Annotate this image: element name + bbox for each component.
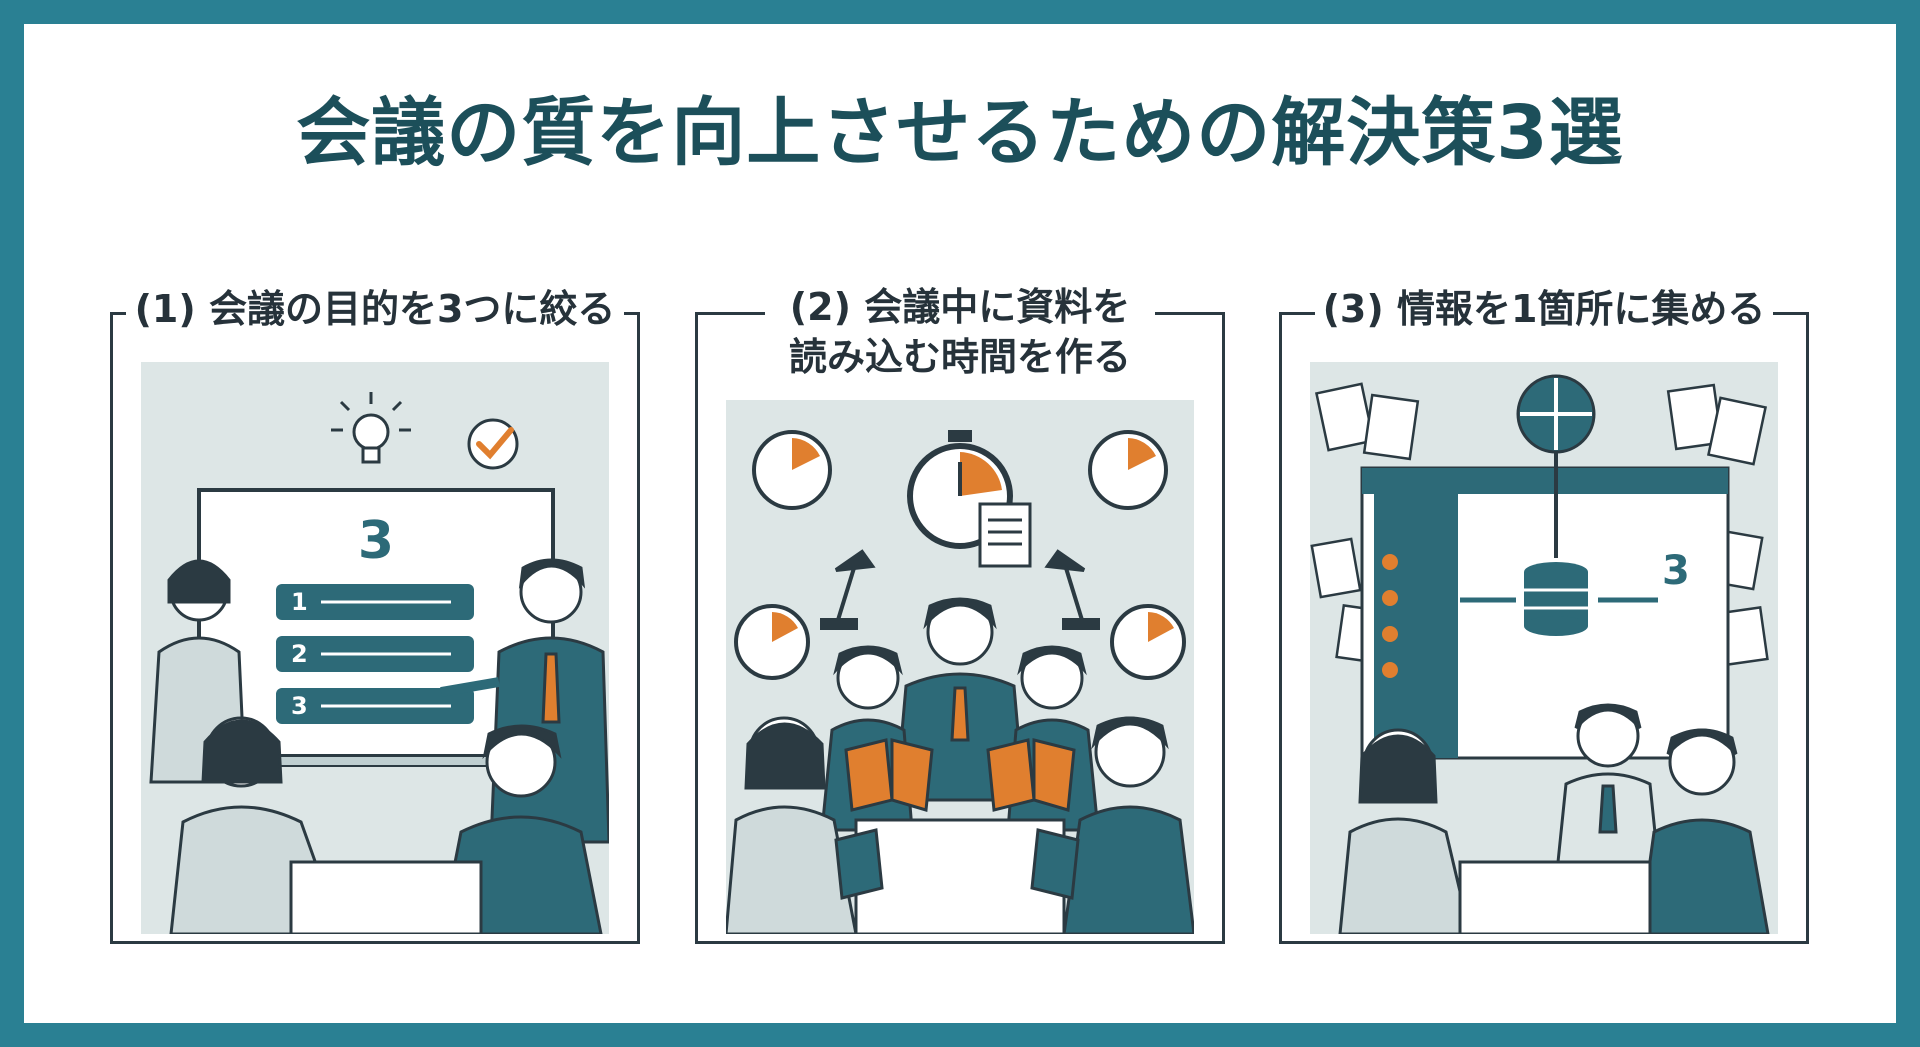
person-front-left (726, 716, 884, 934)
meeting-table (1458, 860, 1652, 934)
meeting-table (289, 860, 483, 934)
goal-number: 1 (291, 588, 308, 616)
clock-icon (1110, 604, 1186, 680)
panel-reading-time: (2) 会議中に資料を 読み込む時間を作る (695, 285, 1225, 944)
screen-number: 3 (1662, 548, 1690, 594)
clock-icon (1088, 430, 1168, 510)
sidebar-dots (1382, 554, 1398, 678)
panel-heading: (3) 情報を1箇所に集める (1322, 287, 1766, 331)
panel-goals: (1) 会議の目的を3つに絞る 3 (110, 287, 640, 944)
goal-number: 2 (291, 640, 308, 668)
database-icon (1524, 562, 1588, 636)
document-icon (978, 502, 1032, 568)
window-sidebar (1374, 494, 1458, 758)
document-icon (1310, 382, 1769, 666)
clock-icon (734, 604, 810, 680)
panel-heading-line-1: (2) 会議中に資料を (789, 285, 1131, 329)
board-number: 3 (358, 511, 394, 571)
goal-list: 1 2 3 (276, 584, 474, 724)
globe-icon (1516, 374, 1596, 454)
person-left (1338, 728, 1472, 934)
scene-shared-database: 3 (1310, 362, 1778, 934)
panel-centralize-info: (3) 情報を1箇所に集める (1279, 287, 1809, 944)
panel-heading: (1) 会議の目的を3つに絞る (134, 287, 616, 331)
desk-lamp-icon (1044, 549, 1100, 630)
checkmark-icon (467, 418, 519, 470)
person-front-right (1030, 716, 1194, 934)
meeting-table (854, 818, 1066, 934)
orange-booklet (844, 738, 1076, 812)
goal-number: 3 (291, 692, 308, 720)
lightbulb-icon (331, 392, 411, 464)
panel-heading-line-2: 読み込む時間を作る (788, 335, 1131, 379)
panel-heading: (2) 会議中に資料を 読み込む時間を作る (698, 282, 1222, 382)
person-center (1556, 703, 1660, 864)
poster-title: 会議の質を向上させるための解決策3選 (296, 90, 1624, 176)
person-right (1638, 728, 1770, 934)
clock-icon (752, 430, 832, 510)
window-titlebar (1362, 468, 1728, 494)
scene-reading-meeting (726, 400, 1194, 934)
desk-lamp-icon (820, 549, 876, 630)
scene-whiteboard-meeting: 3 1 2 3 (141, 362, 609, 934)
